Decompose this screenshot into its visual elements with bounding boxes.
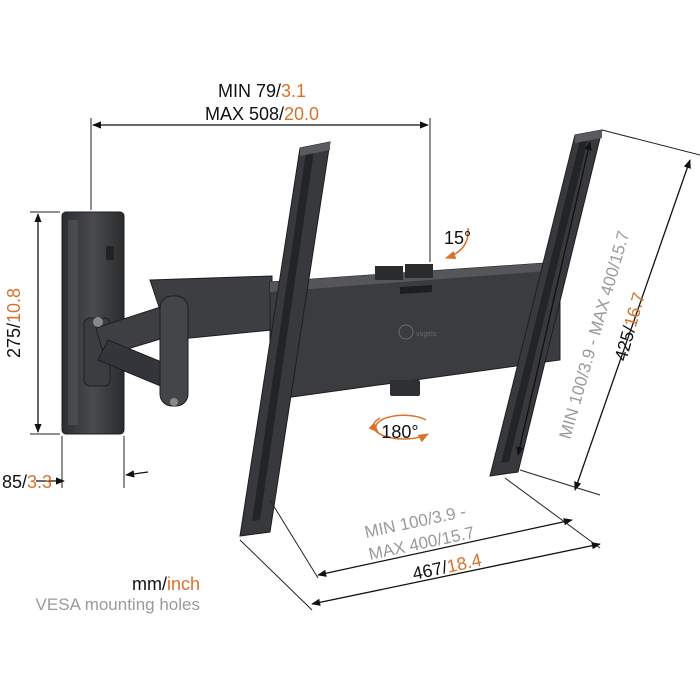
rotation-label: 180°: [381, 422, 418, 442]
vesa-caption: VESA mounting holes: [36, 595, 200, 614]
tv-plate: vogels: [269, 261, 561, 401]
tilt-label: 15°: [444, 228, 471, 248]
units-label: mm/inch: [132, 574, 200, 594]
svg-text:vogels: vogels: [416, 331, 437, 338]
plate-height-label: 425/16.7: [611, 290, 650, 363]
swing-arm: [83, 275, 273, 407]
depth-dimension: 85/3.3: [2, 436, 149, 492]
left-vesa-rail: [239, 141, 331, 537]
vesa-horizontal-dimension: MIN 100/3.9 - MAX 400/15.7 467/18.4: [239, 477, 601, 611]
plate-width-label: 467/18.4: [411, 550, 484, 584]
min-extension-label: MIN 79/3.1: [218, 81, 306, 101]
max-extension-label: MAX 508/20.0: [205, 104, 319, 124]
depth-label: 85/3.3: [2, 472, 52, 492]
wall-plate-height-dimension: 275/10.8: [4, 211, 60, 435]
rotation-indicator: 180°: [368, 414, 429, 443]
wall-plate-height-label: 275/10.8: [4, 288, 24, 358]
tilt-indicator: 15°: [444, 227, 471, 259]
units-legend: mm/inch VESA mounting holes: [36, 574, 200, 614]
arm-extension-dimension: MIN 79/3.1 MAX 508/20.0: [90, 81, 431, 262]
